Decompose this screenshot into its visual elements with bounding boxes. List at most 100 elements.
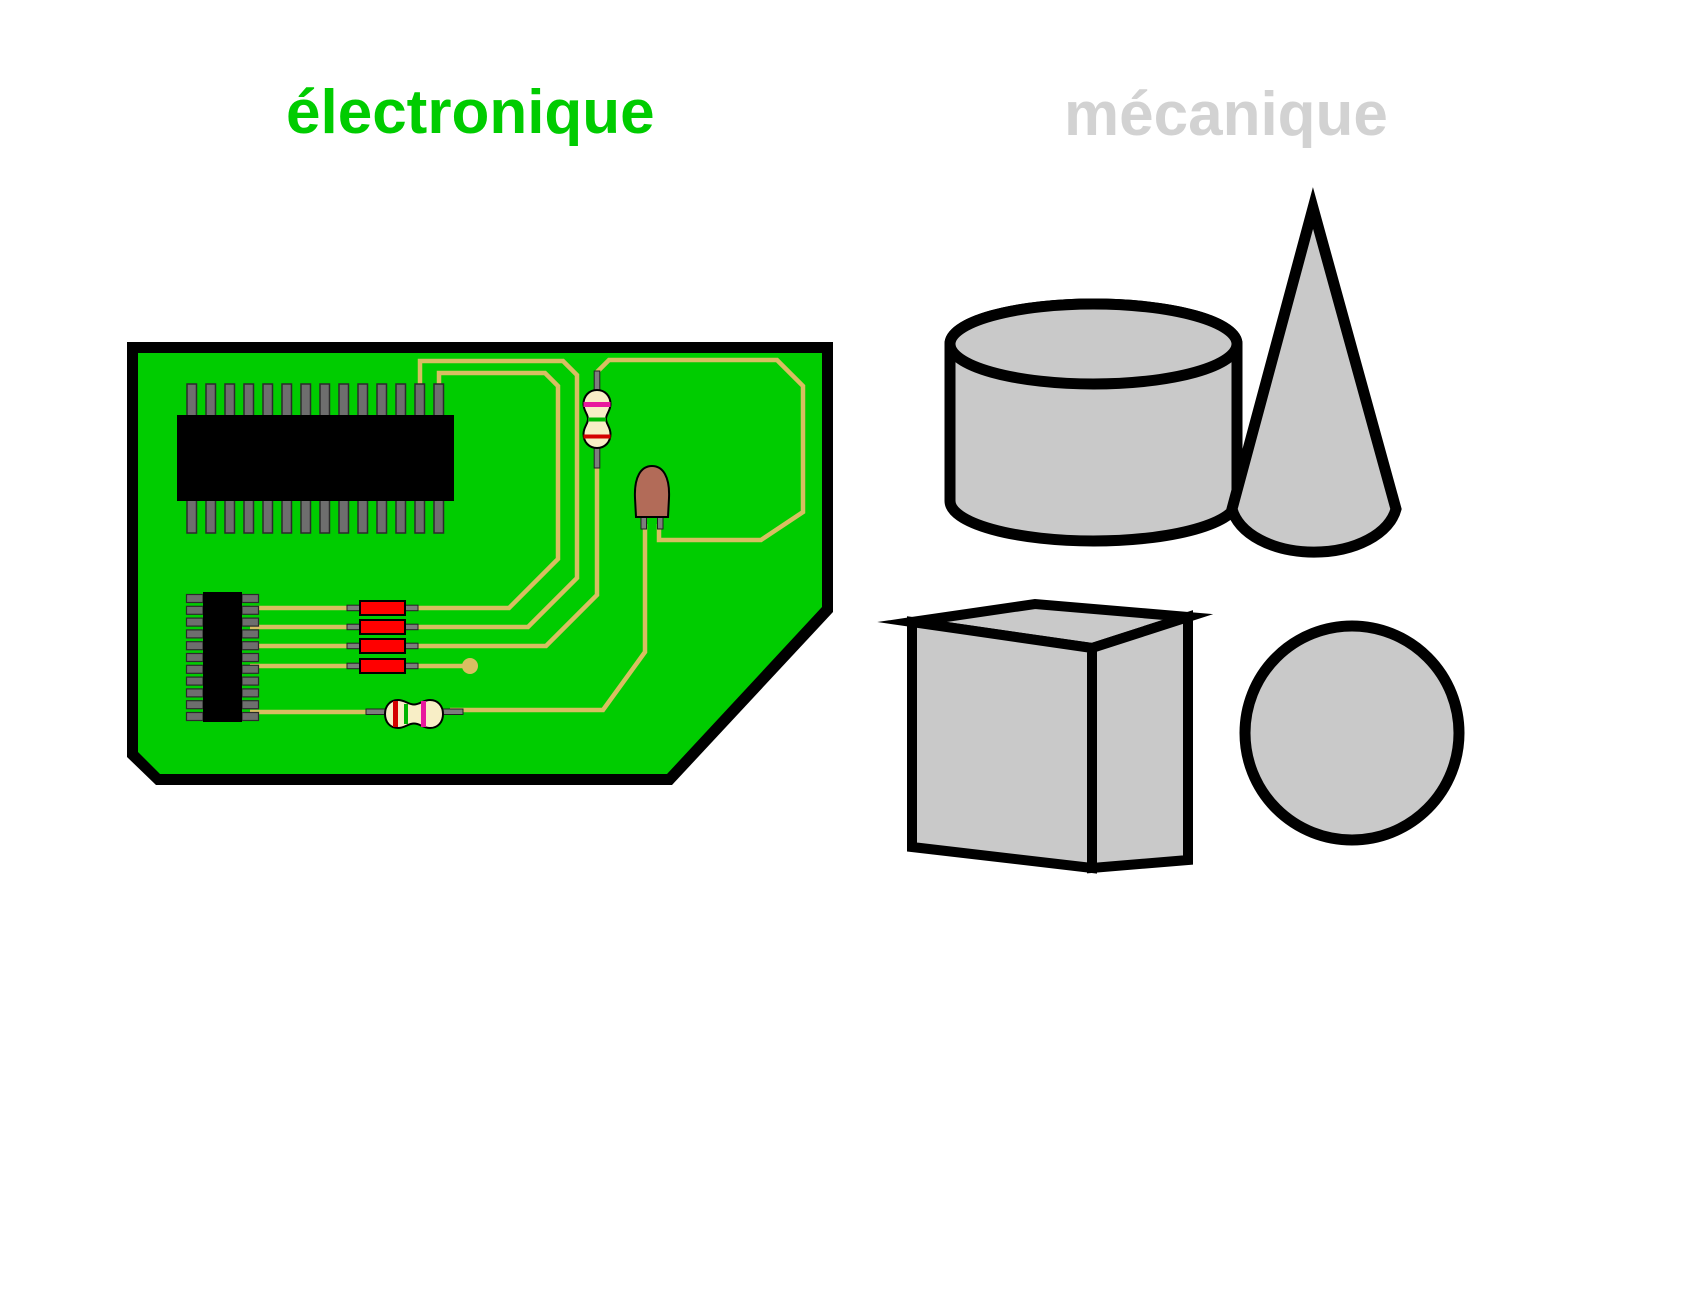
axial-resistor-vertical (582, 370, 612, 469)
resistor-band-red (583, 434, 611, 439)
electronics-title: électronique (286, 78, 655, 147)
ic-pin (185, 711, 204, 722)
ic-pin (241, 652, 260, 663)
ic-pin (241, 605, 260, 615)
ic-pin (433, 499, 445, 534)
ic-pin (241, 711, 260, 722)
red-resistor (346, 658, 419, 674)
ic-pin (186, 499, 198, 534)
mechanical-shapes (877, 187, 1465, 874)
large-ic-body (177, 415, 454, 501)
ic-pin (433, 383, 445, 417)
resistor-lead (346, 623, 362, 631)
capacitor-body (633, 464, 671, 518)
large-ic-chip (177, 383, 454, 534)
cube-shape (877, 598, 1214, 874)
trace-capacitor-to-hresistor (450, 524, 648, 713)
ic-pin (241, 617, 260, 627)
resistor-body (383, 698, 445, 730)
capacitor-leg (640, 516, 647, 530)
ic-pin (185, 605, 204, 615)
ic-pin (414, 383, 426, 417)
ic-pin (414, 499, 426, 534)
cylinder-shape (944, 298, 1243, 547)
ic-pin (241, 641, 260, 651)
red-resistor (346, 619, 419, 635)
small-ic-pins (185, 593, 260, 722)
ic-pin (241, 593, 260, 604)
ic-pin (338, 499, 350, 534)
disc-capacitor (633, 464, 671, 530)
ic-pin (205, 499, 217, 534)
mechanics-title: mécanique (1064, 80, 1388, 149)
ic-pin (185, 629, 204, 639)
red-resistor (346, 638, 419, 654)
resistor-lead (403, 662, 419, 670)
ic-pin (319, 499, 331, 534)
ic-pin (338, 383, 350, 417)
cube-right-face (1087, 610, 1193, 874)
resistor-lead (441, 708, 464, 715)
resistor-lead (403, 642, 419, 650)
capacitor-leg (657, 516, 664, 530)
ic-pin (319, 383, 331, 417)
resistor-lead (346, 662, 362, 670)
trace-vresistor-to-resistor3 (410, 450, 600, 649)
ic-pin (243, 383, 255, 417)
resistor-body (359, 658, 406, 674)
resistor-band-green (588, 417, 606, 422)
ic-pin (281, 383, 293, 417)
resistor-body (359, 619, 406, 635)
ic-pin (186, 383, 198, 417)
resistor-band-red (393, 701, 398, 727)
red-resistor (346, 600, 419, 616)
ic-pin (241, 664, 260, 674)
ic-pin (241, 676, 260, 686)
large-ic-pins (186, 383, 445, 534)
axial-resistor-horizontal (365, 698, 464, 730)
small-ic-chip (185, 592, 260, 722)
ic-pin (185, 652, 204, 663)
ic-pin (185, 700, 204, 710)
pcb-traces (250, 357, 806, 715)
ic-pin (241, 629, 260, 639)
resistor-band-green (404, 704, 408, 724)
cube-front-face (907, 616, 1097, 874)
ic-pin (241, 700, 260, 710)
ic-pin (224, 383, 236, 417)
ic-pin (185, 593, 204, 604)
ic-pin (357, 499, 369, 534)
ic-pin (300, 383, 312, 417)
ic-pin (185, 688, 204, 698)
sphere-shape (1239, 620, 1465, 846)
ic-pin (224, 499, 236, 534)
ic-pin (185, 617, 204, 627)
resistor-lead (346, 604, 362, 612)
trace-pin14-to-resistor1 (410, 370, 561, 611)
ic-pin (262, 499, 274, 534)
resistor-lead (403, 623, 419, 631)
ic-pin (395, 383, 407, 417)
ic-pin (241, 688, 260, 698)
cylinder-top-face (944, 298, 1243, 390)
ic-pin (357, 383, 369, 417)
trace-vresistor-around-board (595, 357, 806, 543)
solder-pad-via (462, 658, 478, 674)
resistor-lead (365, 708, 387, 715)
resistor-band-magenta (421, 701, 426, 727)
resistor-body (359, 638, 406, 654)
red-resistors (346, 600, 419, 674)
resistor-band-magenta (583, 402, 611, 407)
cone-shape (1226, 187, 1402, 558)
ic-pin (376, 499, 388, 534)
pcb-board (127, 342, 833, 785)
ic-pin (395, 499, 407, 534)
ic-pin (262, 383, 274, 417)
ic-pin (300, 499, 312, 534)
ic-pin (243, 499, 255, 534)
ic-pin (185, 676, 204, 686)
ic-pin (185, 664, 204, 674)
resistor-body (359, 600, 406, 616)
